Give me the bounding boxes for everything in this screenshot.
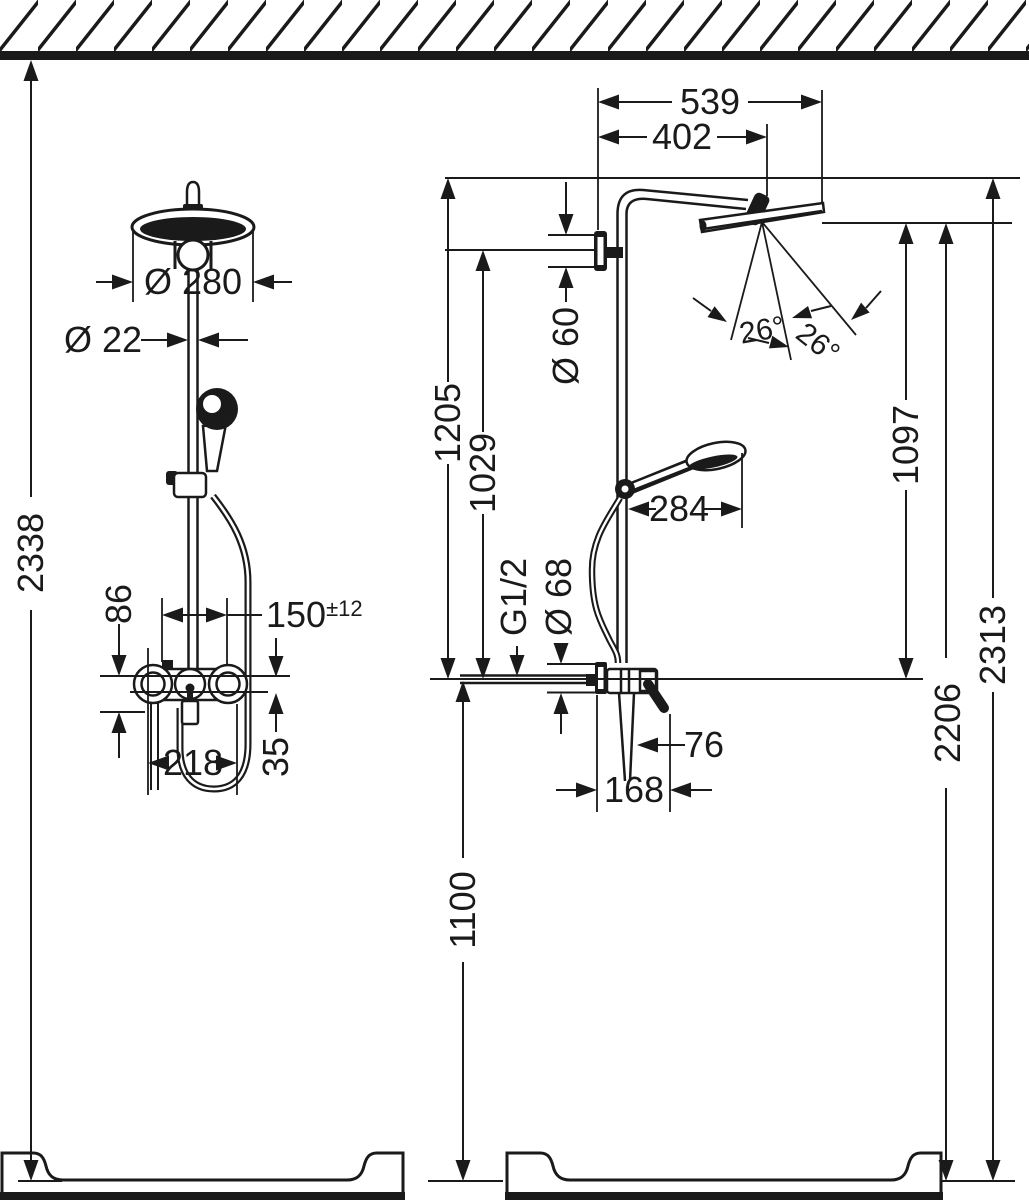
dim-label-bracket-to-valve: 1029 [462,433,503,513]
ball-joint-front [173,238,213,272]
dim-connection-thread-g12: G1/2 [493,558,534,676]
shower-tray-side [505,1151,943,1200]
dim-label-head-to-tray: 2206 [927,683,968,763]
dim-label-valve-escutcheon: Ø 68 [538,558,579,636]
dim-label-spray-angle-left: 26° [737,310,787,350]
wall-bracket-side [594,231,623,271]
dim-bracket-to-valve-1029: 1029 [462,250,503,679]
riser-pipe-front [187,266,199,668]
dim-arm-projection-402: 402 [598,116,768,196]
hand-shower-side [615,440,747,499]
dim-head-to-tray-2206: 2206 [927,223,968,1181]
dim-valve-escutcheon-68: Ø 68 [538,558,579,734]
ceiling-hatch [0,0,1029,60]
dim-spray-angles: 26° 26° [737,310,846,370]
dim-mixer-width-218: 218 [147,648,238,795]
dim-label-connection-tolerance: ±12 [326,596,363,621]
dim-label-arm-projection: 402 [652,116,712,157]
dim-head-diameter-280: Ø 280 [96,230,292,302]
dim-valve-depth-76: 76 [637,714,724,812]
dim-label-arm-projection-outer: 539 [680,81,740,122]
shower-hose-side [588,496,623,664]
dim-label-wall-escutcheon: Ø 60 [545,307,586,385]
dim-overall-height-2338: 2338 [10,60,62,1182]
dim-label-handshower-projection: 284 [649,488,709,529]
spray-angle-fan [692,221,882,361]
dim-label-top-to-tray: 2313 [972,605,1013,685]
dim-wall-escutcheon-60: Ø 60 [545,182,586,385]
shower-hose-front [176,493,252,793]
dim-label-valve-depth: 76 [684,724,724,765]
dim-pipe-diameter-22: Ø 22 [64,319,248,360]
dim-label-top-to-valve: 1205 [427,383,468,463]
dim-label-pipe-diameter: Ø 22 [64,319,142,360]
dim-label-overall-height: 2338 [10,513,51,593]
valve-lever-side [643,679,669,713]
dim-label-mixer-width: 218 [163,742,223,783]
dim-label-head-to-valve: 1097 [885,405,926,485]
dim-mixer-upper-offset-86: 86 [98,584,139,758]
dim-label-spray-angle-right: 26° [790,316,846,370]
dim-arm-projection-outer-539: 539 [597,81,823,230]
dim-label-connection-spacing-value: 150 [266,594,326,635]
dim-label-head-diameter: Ø 280 [144,261,242,302]
valve-hose-tail [617,692,636,782]
dim-label-valve-to-tray: 1100 [442,871,483,948]
hand-shower-front [166,388,238,499]
dim-head-to-valve-1097: 1097 [885,223,926,679]
riser-pipe-side [616,188,749,663]
shower-tray-front [0,1151,405,1200]
mixer-lever-front [180,699,200,726]
dim-top-to-valve-1205: 1205 [427,178,468,679]
dim-label-valve-width: 168 [604,769,664,810]
front-view-fixture [130,180,256,793]
dim-label-connection-thread: G1/2 [493,558,534,636]
dim-valve-width-168: 168 [556,695,712,812]
dim-top-to-tray-2313: 2313 [941,178,1015,1182]
dim-valve-to-tray-1100: 1100 [428,681,503,1182]
dim-handshower-projection-284: 284 [628,453,743,529]
dim-label-mixer-upper-offset: 86 [98,584,139,624]
dim-connection-spacing-150: 150±12 [161,594,363,666]
overhead-shower-front [130,180,256,272]
overhead-shower-side [698,192,826,234]
dim-label-mixer-lower-offset: 35 [255,737,296,777]
dim-label-connection-spacing: 150±12 [266,594,363,635]
side-view-fixture [460,188,882,782]
reference-lines [100,177,1020,713]
slider-clamp [166,471,208,499]
dim-mixer-lower-offset-35: 35 [255,638,296,777]
